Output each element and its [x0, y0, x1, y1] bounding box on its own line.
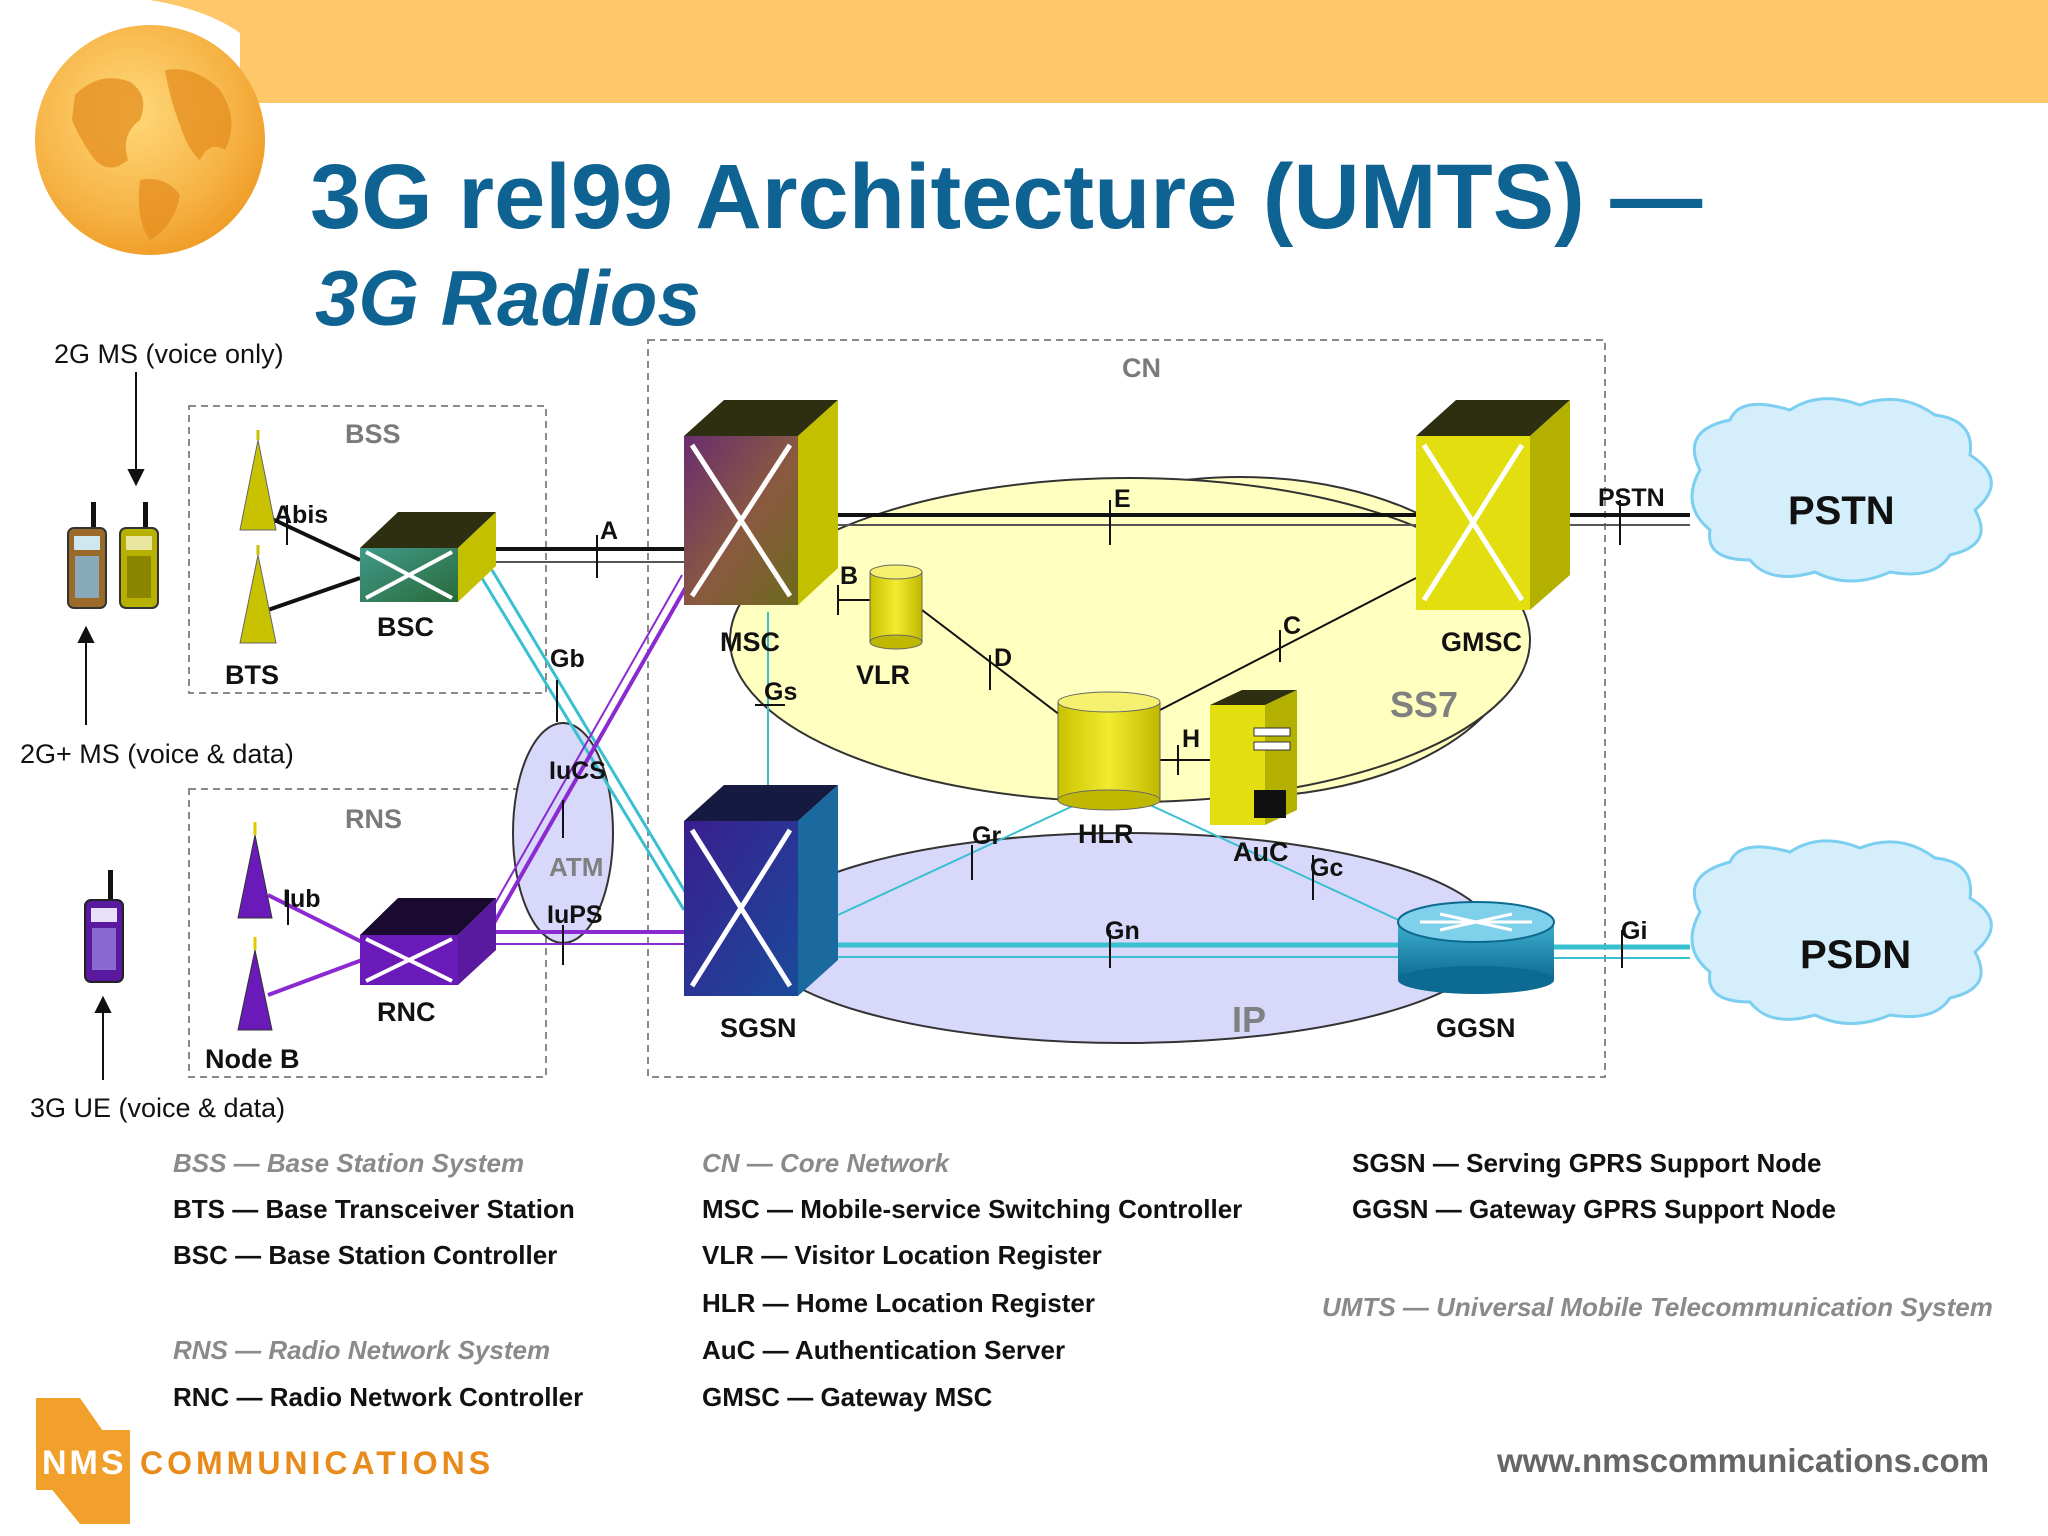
ss7-label: SS7 — [1390, 684, 1458, 725]
legend-msc: MSC — Mobile-service Switching Controlle… — [702, 1194, 1242, 1224]
legend-bts: BTS — Base Transceiver Station — [173, 1194, 575, 1224]
legend-hlr: HLR — Home Location Register — [702, 1288, 1095, 1318]
node-b-tower-icon — [237, 822, 273, 1031]
vlr-label: VLR — [856, 660, 910, 690]
page-subtitle: 3G Radios — [315, 254, 701, 342]
rnc-node[interactable] — [360, 898, 496, 985]
cn-group-label: CN — [1122, 353, 1161, 383]
header-band — [240, 0, 2048, 103]
device-arrows — [77, 372, 145, 1080]
legend-vlr: VLR — Visitor Location Register — [702, 1240, 1102, 1270]
rns-group-label: RNS — [345, 804, 402, 834]
handset-3g-icon — [84, 870, 124, 983]
iface-b: B — [840, 562, 858, 590]
atm-label: ATM — [549, 852, 603, 882]
vlr-node[interactable] — [869, 564, 923, 650]
handset-2g-plus-icon — [67, 502, 107, 609]
iface-d: D — [994, 644, 1012, 672]
header-curve — [150, 0, 300, 103]
gmsc-label: GMSC — [1441, 627, 1522, 657]
iface-gs: Gs — [764, 678, 797, 706]
nms-logo: NMS COMMUNICATIONS — [36, 1398, 494, 1524]
msc-label: MSC — [720, 627, 780, 657]
iface-e: E — [1114, 485, 1131, 513]
iface-gi: Gi — [1621, 917, 1647, 945]
legend-rnc: RNC — Radio Network Controller — [173, 1382, 583, 1412]
ip-label: IP — [1232, 999, 1266, 1040]
legend-umts: UMTS — Universal Mobile Telecommunicatio… — [1322, 1292, 1993, 1322]
pstn-cloud — [1690, 397, 1993, 583]
legend: BSS — Base Station System BTS — Base Tra… — [173, 1148, 1993, 1412]
interface-ticks — [286, 500, 1623, 968]
psdn-cloud-label: PSDN — [1800, 933, 1911, 977]
footer-url[interactable]: www.nmscommunications.com — [1496, 1442, 1989, 1479]
legend-auc: AuC — Authentication Server — [702, 1335, 1065, 1365]
legend-sgsn: SGSN — Serving GPRS Support Node — [1352, 1148, 1822, 1178]
bts-label: BTS — [225, 660, 279, 690]
links — [267, 513, 1690, 997]
legend-bsc: BSC — Base Station Controller — [173, 1240, 557, 1270]
iface-pstn: PSTN — [1598, 484, 1665, 512]
auc-node[interactable] — [1210, 690, 1297, 825]
logo-nms-text: NMS — [42, 1444, 127, 1482]
cn-box — [647, 339, 1606, 1078]
iface-c: C — [1283, 612, 1301, 640]
psdn-cloud — [1690, 839, 1993, 1025]
bsc-label: BSC — [377, 612, 434, 642]
ms-2g-label: 2G MS (voice only) — [54, 339, 284, 369]
iface-gb: Gb — [550, 645, 585, 673]
ms-2g-plus-label: 2G+ MS (voice & data) — [20, 739, 294, 769]
bts-tower-icon — [239, 430, 277, 644]
iface-h: H — [1182, 725, 1200, 753]
legend-cn: CN — Core Network — [702, 1148, 951, 1178]
iface-gr: Gr — [972, 822, 1001, 850]
bsc-node[interactable] — [360, 512, 496, 602]
hlr-label: HLR — [1078, 819, 1134, 849]
iface-gc: Gc — [1310, 854, 1343, 882]
iface-gn: Gn — [1105, 917, 1140, 945]
rnc-label: RNC — [377, 997, 436, 1027]
page-title: 3G rel99 Architecture (UMTS) — — [310, 146, 1702, 248]
iface-iucs: IuCS — [549, 757, 606, 785]
node-b-label: Node B — [205, 1044, 300, 1074]
msc-node[interactable] — [684, 400, 838, 605]
bss-group-label: BSS — [345, 419, 401, 449]
handset-2g-icon — [119, 502, 159, 609]
legend-ggsn: GGSN — Gateway GPRS Support Node — [1352, 1194, 1836, 1224]
rns-box — [188, 788, 547, 1078]
ue-3g-label: 3G UE (voice & data) — [30, 1093, 285, 1123]
ggsn-node[interactable] — [1397, 901, 1555, 994]
pstn-cloud-label: PSTN — [1788, 489, 1895, 533]
iface-iups: IuPS — [547, 901, 603, 929]
globe-icon — [35, 25, 265, 255]
sgsn-label: SGSN — [720, 1013, 797, 1043]
iface-iub: Iub — [283, 885, 321, 913]
iface-a: A — [600, 517, 618, 545]
legend-gmsc: GMSC — Gateway MSC — [702, 1382, 993, 1412]
logo-communications-text: COMMUNICATIONS — [140, 1445, 494, 1481]
legend-bss: BSS — Base Station System — [173, 1148, 524, 1178]
bss-box — [188, 405, 547, 694]
sgsn-node[interactable] — [684, 785, 838, 996]
iface-abis: Abis — [274, 501, 328, 529]
legend-rns: RNS — Radio Network System — [173, 1335, 550, 1365]
ggsn-label: GGSN — [1436, 1013, 1516, 1043]
gmsc-node[interactable] — [1416, 400, 1570, 610]
hlr-node[interactable] — [1057, 691, 1161, 811]
auc-label: AuC — [1233, 837, 1289, 867]
